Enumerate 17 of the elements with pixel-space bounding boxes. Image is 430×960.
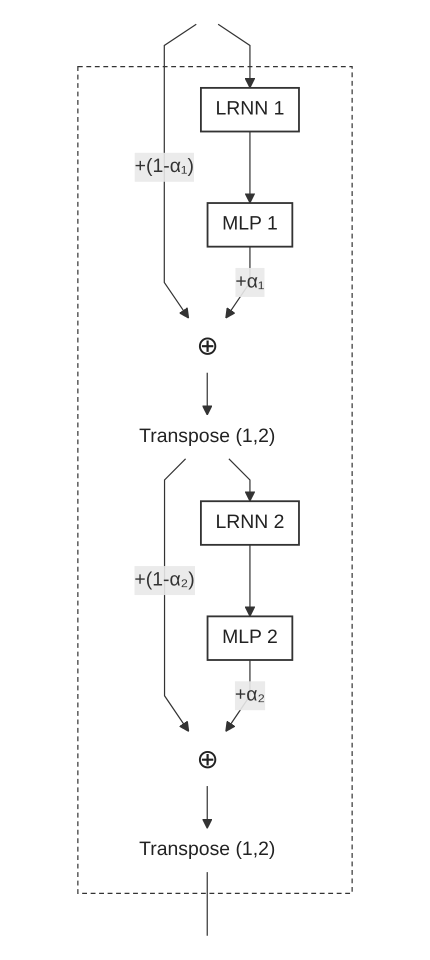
step-label: Transpose (1,2) — [139, 839, 276, 860]
process-box: MLP 2 — [206, 615, 294, 661]
arrow — [244, 132, 256, 204]
arrow — [202, 786, 213, 829]
sum-symbol: ⊕ — [196, 330, 218, 361]
process-box: MLP 1 — [206, 202, 294, 248]
process-box: LRNN 2 — [200, 500, 300, 546]
arrow — [218, 24, 256, 88]
arrow — [244, 544, 256, 617]
arrow — [228, 458, 256, 502]
sum-symbol: ⊕ — [196, 744, 218, 774]
process-box: LRNN 1 — [200, 86, 300, 132]
step-label: Transpose (1,2) — [139, 426, 276, 447]
arrow — [202, 372, 213, 416]
dashed-frame — [77, 66, 353, 894]
arrow — [164, 458, 190, 732]
arrow — [164, 24, 197, 319]
